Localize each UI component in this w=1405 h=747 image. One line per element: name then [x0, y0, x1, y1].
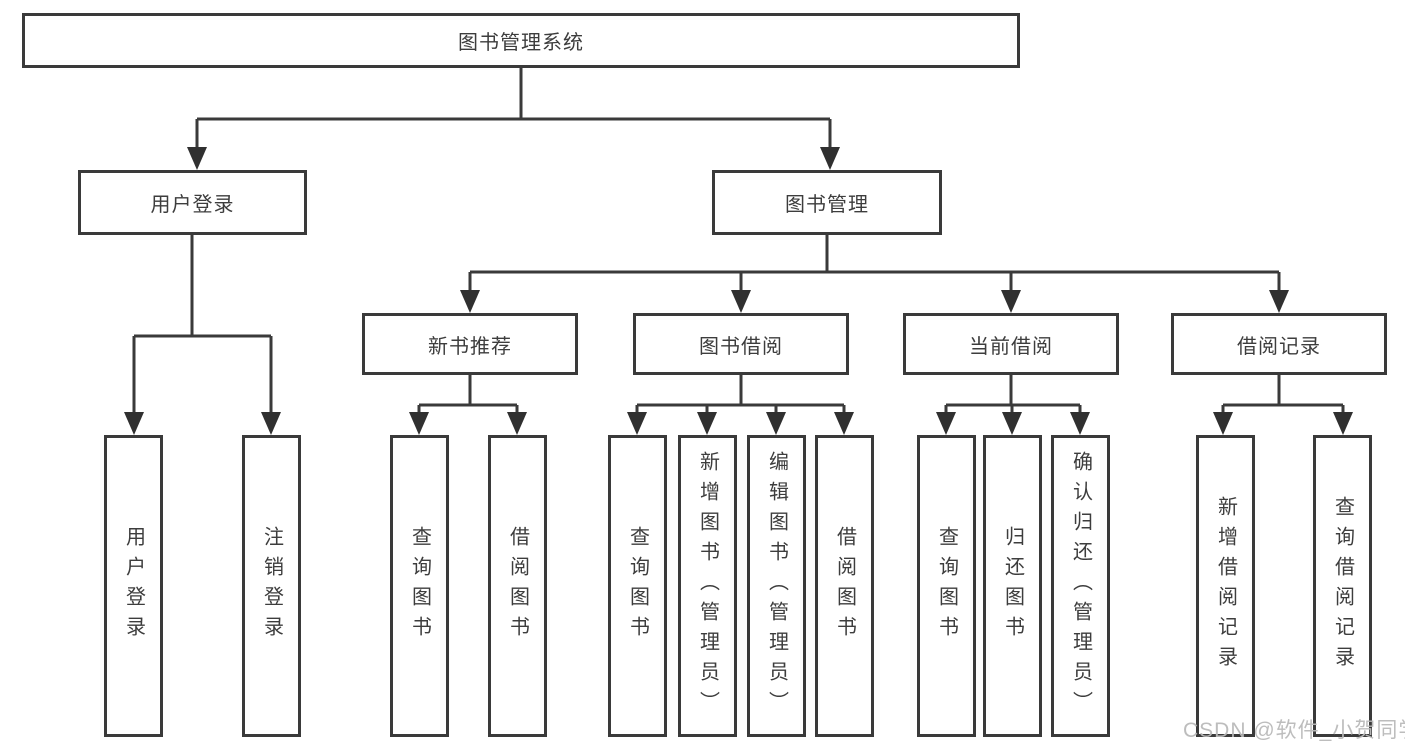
leaf-label: 查询图书	[935, 526, 958, 646]
arrow-down-icon	[731, 290, 751, 313]
arrow-down-icon	[766, 412, 786, 435]
connector-book-management-branch	[468, 235, 1281, 292]
arrow-down-icon	[697, 412, 717, 435]
node-new-book-recommend: 新书推荐	[362, 313, 578, 375]
leaf-borrow-books-2: 借阅图书	[815, 435, 874, 737]
node-book-borrow: 图书借阅	[633, 313, 849, 375]
arrow-down-icon	[820, 147, 840, 170]
connector-book-borrow-branch	[635, 375, 846, 413]
arrow-down-icon	[1070, 412, 1090, 435]
arrow-down-icon	[627, 412, 647, 435]
connector-current-borrow-branch	[944, 375, 1082, 413]
leaf-label: 新增借阅记录	[1214, 496, 1237, 676]
node-current-borrow: 当前借阅	[903, 313, 1119, 375]
leaf-label: 查询图书	[626, 526, 649, 646]
connector-user-login-branch	[132, 235, 273, 413]
connector-borrow-record-branch	[1221, 375, 1345, 413]
arrow-down-icon	[261, 412, 281, 435]
leaf-confirm-return-admin: 确认归还（管理员）	[1051, 435, 1110, 737]
arrow-down-icon	[409, 412, 429, 435]
arrow-down-icon	[1001, 290, 1021, 313]
leaf-user-login: 用户登录	[104, 435, 163, 737]
arrow-down-icon	[1213, 412, 1233, 435]
leaf-label: 用户登录	[122, 526, 145, 646]
arrow-down-icon	[460, 290, 480, 313]
leaf-edit-book-admin: 编辑图书（管理员）	[747, 435, 806, 737]
leaf-label: 编辑图书（管理员）	[765, 451, 788, 721]
leaf-query-books-2: 查询图书	[608, 435, 667, 737]
leaf-query-borrow-record: 查询借阅记录	[1313, 435, 1372, 737]
connector-root-trunk	[195, 68, 832, 149]
leaf-label: 借阅图书	[506, 526, 529, 646]
leaf-label: 确认归还（管理员）	[1069, 451, 1092, 721]
connector-new-book-branch	[417, 375, 519, 413]
arrowheads	[124, 147, 1353, 435]
leaf-label: 注销登录	[260, 526, 283, 646]
leaf-add-book-admin: 新增图书（管理员）	[678, 435, 737, 737]
leaf-label: 借阅图书	[833, 526, 856, 646]
leaf-label: 查询借阅记录	[1331, 496, 1354, 676]
arrow-down-icon	[124, 412, 144, 435]
leaf-label: 查询图书	[408, 526, 431, 646]
node-book-management: 图书管理	[712, 170, 942, 235]
leaf-borrow-books-1: 借阅图书	[488, 435, 547, 737]
leaf-add-borrow-record: 新增借阅记录	[1196, 435, 1255, 737]
arrow-down-icon	[507, 412, 527, 435]
leaf-query-books-3: 查询图书	[917, 435, 976, 737]
arrow-down-icon	[187, 147, 207, 170]
node-root-system: 图书管理系统	[22, 13, 1020, 68]
leaf-label: 归还图书	[1001, 526, 1024, 646]
arrow-down-icon	[834, 412, 854, 435]
leaf-return-book: 归还图书	[983, 435, 1042, 737]
arrow-down-icon	[936, 412, 956, 435]
arrow-down-icon	[1002, 412, 1022, 435]
arrow-down-icon	[1269, 290, 1289, 313]
node-user-login: 用户登录	[78, 170, 307, 235]
node-borrow-record: 借阅记录	[1171, 313, 1387, 375]
leaf-query-books-1: 查询图书	[390, 435, 449, 737]
arrow-down-icon	[1333, 412, 1353, 435]
leaf-label: 新增图书（管理员）	[696, 451, 719, 721]
csdn-watermark: CSDN @软件_小贺同学	[1183, 719, 1405, 742]
leaf-logout: 注销登录	[242, 435, 301, 737]
